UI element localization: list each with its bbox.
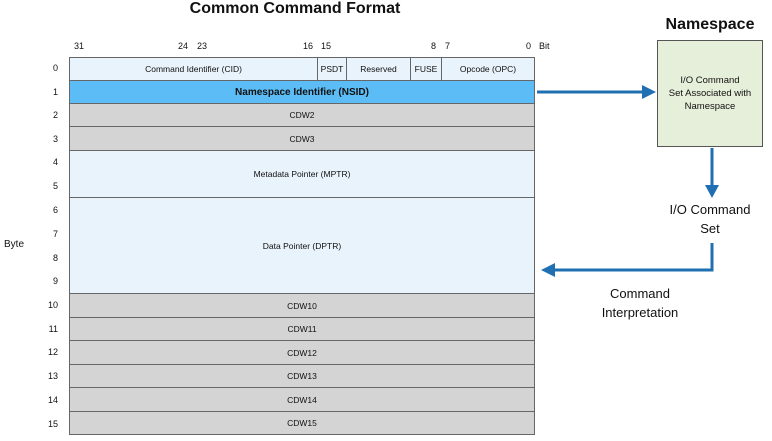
byte-label-4: 4	[52, 157, 58, 167]
namespace-title: Namespace	[665, 16, 755, 33]
byte-label-14: 14	[47, 395, 58, 405]
psdt-field: PSDT	[317, 57, 347, 81]
io-command-set-label: I/O Command Set	[655, 200, 765, 238]
cdw10-field: CDW10	[69, 293, 535, 318]
byte-label-1: 1	[52, 87, 58, 97]
command-interpretation-label: Command Interpretation	[585, 284, 695, 322]
cdw13-field: CDW13	[69, 364, 535, 388]
bit-label-0: 0	[526, 41, 532, 51]
bit-label-31: 31	[74, 41, 85, 51]
byte-label-8: 8	[52, 253, 58, 263]
byte-label-11: 11	[48, 324, 58, 334]
byte-label-3: 3	[52, 134, 58, 144]
bit-label-24: 24	[178, 41, 189, 51]
bit-axis-label: Bit	[539, 41, 550, 51]
opcode-field: Opcode (OPC)	[441, 57, 535, 81]
byte-label-9: 9	[52, 276, 58, 286]
command-interpretation-line-1: Command	[610, 286, 670, 301]
io-set-to-format-arrow	[541, 243, 714, 277]
byte-label-7: 7	[52, 229, 58, 239]
byte-label-5: 5	[52, 181, 58, 191]
bit-label-8: 8	[431, 41, 437, 51]
byte-label-2: 2	[52, 110, 58, 120]
io-command-set-line-2: Set	[700, 221, 720, 236]
cdw14-field: CDW14	[69, 387, 535, 412]
io-command-set-line-1: I/O Command	[669, 202, 751, 217]
byte-label-13: 13	[47, 371, 58, 381]
namespace-line-3: Namespace	[684, 101, 736, 112]
namespace-to-io-set-arrow	[705, 148, 719, 198]
nsid-to-namespace-arrow	[537, 85, 656, 99]
bit-label-16: 16	[303, 41, 314, 51]
byte-label-10: 10	[47, 300, 58, 310]
cdw15-field: CDW15	[69, 411, 535, 435]
byte-label-12: 12	[47, 347, 58, 357]
byte-axis-label: Byte	[4, 239, 25, 250]
namespace-box: I/O Command Set Associated with Namespac…	[657, 40, 763, 147]
bit-label-7: 7	[445, 41, 451, 51]
byte-label-15: 15	[47, 419, 58, 429]
mptr-field: Metadata Pointer (MPTR)	[69, 150, 535, 198]
bit-label-23: 23	[197, 41, 208, 51]
byte-label-6: 6	[52, 205, 58, 215]
fuse-field: FUSE	[410, 57, 442, 81]
diagram-title: Common Command Format	[189, 0, 401, 17]
bit-label-15: 15	[321, 41, 332, 51]
byte-label-0: 0	[52, 63, 58, 73]
command-interpretation-line-2: Interpretation	[601, 305, 679, 320]
namespace-line-2: Set Associated with	[668, 88, 752, 99]
namespace-line-1: I/O Command	[680, 75, 740, 86]
